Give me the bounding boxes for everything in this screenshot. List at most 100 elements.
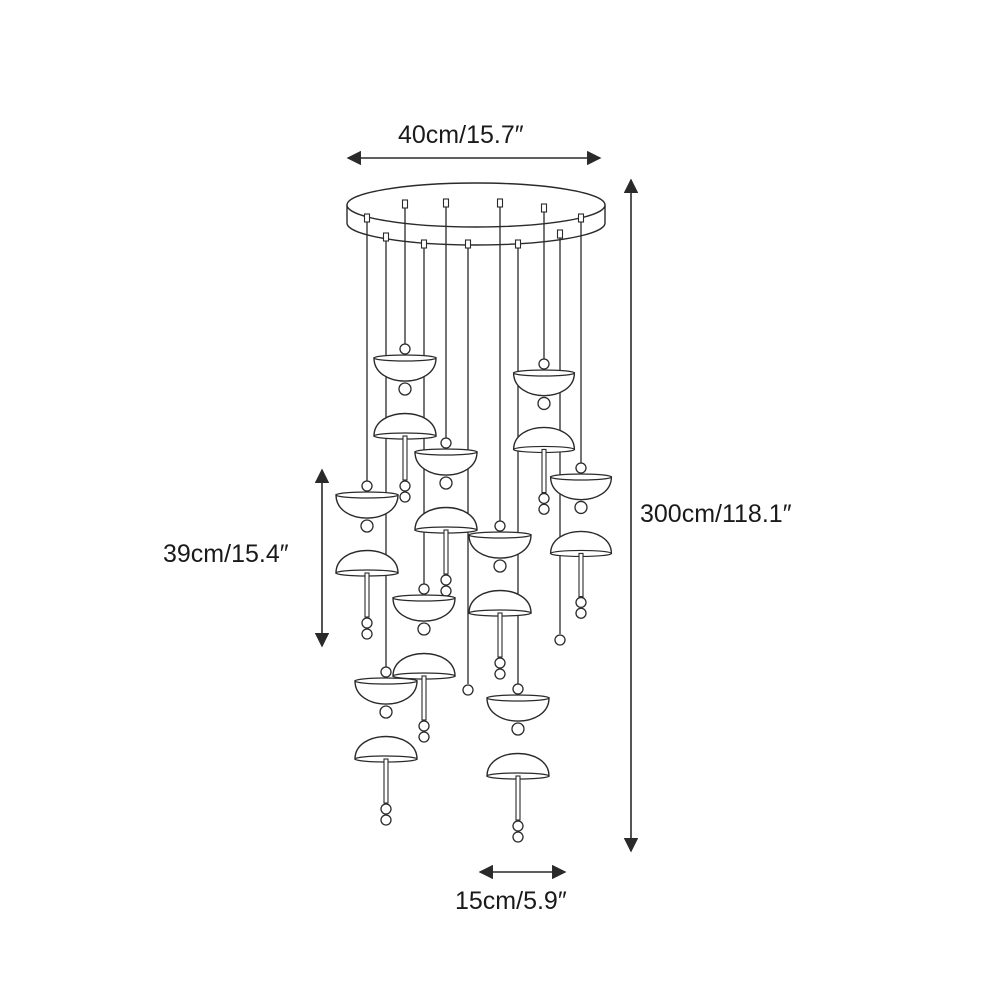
upper-bowl-rim <box>354 677 418 685</box>
upper-bowl-rim <box>335 491 399 499</box>
upper-bowl-shade <box>486 697 550 722</box>
upper-bowl-shade <box>354 680 418 705</box>
lower-dome-shade <box>392 652 456 677</box>
upper-bowl-shade <box>392 597 456 622</box>
decorative-drop-bead <box>554 634 566 646</box>
shade-width-label: 15cm/5.9″ <box>455 887 567 915</box>
drop-rod <box>402 435 408 481</box>
drop-rod <box>541 448 547 494</box>
cord-connector <box>442 198 450 208</box>
lower-dome-shade <box>486 752 550 777</box>
center-bead <box>439 476 453 490</box>
lower-dome-shade <box>549 530 613 555</box>
drop-bead <box>361 617 373 629</box>
center-bead <box>511 722 525 736</box>
upper-bowl-shade <box>468 534 532 559</box>
center-bead <box>537 396 551 411</box>
center-bead <box>360 519 374 533</box>
drop-rod <box>578 552 584 598</box>
pendant-height-label: 39cm/15.4″ <box>163 540 289 568</box>
lower-dome-shade <box>354 735 418 760</box>
upper-bowl-rim <box>486 694 550 702</box>
lower-dome-shade <box>335 549 399 574</box>
drop-bead <box>418 731 430 743</box>
upper-bowl-shade <box>549 476 613 501</box>
drop-bead <box>575 607 587 619</box>
top-bead <box>512 683 524 695</box>
drop-bead <box>440 574 452 586</box>
drop-bead <box>538 492 550 505</box>
drop-rod <box>497 612 503 658</box>
drop-bead <box>538 503 550 515</box>
drop-rod <box>443 529 449 575</box>
ceiling-canopy <box>346 182 606 246</box>
top-bead <box>361 480 373 492</box>
decorative-drop-bead <box>462 684 474 696</box>
center-bead <box>379 705 393 719</box>
center-bead <box>417 622 431 636</box>
cord-connector <box>420 239 428 249</box>
upper-bowl-rim <box>550 473 612 481</box>
pendant-light <box>373 343 437 503</box>
upper-bowl-rim <box>392 594 456 602</box>
overall-width-label: 40cm/15.7″ <box>398 121 524 149</box>
upper-bowl-shade <box>414 451 478 476</box>
cord-connector <box>540 203 548 213</box>
pendant-lights <box>335 343 613 843</box>
upper-bowl-shade <box>335 494 399 519</box>
drop-bead <box>494 657 506 669</box>
pendant-light <box>512 358 576 515</box>
top-bead <box>575 462 587 474</box>
drop-bead <box>399 491 411 503</box>
center-bead <box>493 559 507 573</box>
pendant-light <box>414 437 478 597</box>
center-bead <box>398 382 412 396</box>
top-bead <box>440 437 452 449</box>
drop-rod <box>383 758 389 804</box>
drop-rod <box>515 775 521 821</box>
top-bead <box>494 520 506 532</box>
drop-rod <box>421 675 427 721</box>
drop-bead <box>512 820 524 832</box>
upper-bowl-rim <box>513 369 575 377</box>
overall-height-label: 300cm/118.1″ <box>640 500 792 528</box>
center-bead <box>574 500 588 515</box>
pendant-light <box>549 462 613 619</box>
drop-bead <box>380 803 392 815</box>
pendant-light <box>335 480 399 640</box>
cord-connector <box>401 199 409 209</box>
cord-connector <box>577 213 585 223</box>
drop-bead <box>494 668 506 680</box>
drop-bead <box>361 628 373 640</box>
cord-connector <box>556 229 564 239</box>
pendant-light <box>468 520 532 680</box>
upper-bowl-shade <box>512 372 576 397</box>
lower-dome-shade <box>414 506 478 531</box>
lower-dome-shade <box>373 412 437 437</box>
cord-connector <box>514 239 522 249</box>
cord-connector <box>464 239 472 249</box>
cord-connector <box>496 198 504 208</box>
top-bead <box>418 583 430 595</box>
drop-bead <box>380 814 392 826</box>
lower-dome-shade <box>468 589 532 614</box>
lower-dome-shade <box>512 426 576 451</box>
top-bead <box>538 358 550 370</box>
top-bead <box>399 343 411 355</box>
top-bead <box>380 666 392 678</box>
drop-bead <box>575 596 587 609</box>
drop-bead <box>399 480 411 492</box>
upper-bowl-rim <box>468 531 532 539</box>
drop-bead <box>418 720 430 732</box>
pendant-light <box>354 666 418 826</box>
upper-bowl-rim <box>414 448 478 456</box>
upper-bowl-shade <box>373 357 437 382</box>
drop-rod <box>364 572 370 618</box>
pendant-light <box>392 583 456 743</box>
drop-bead <box>440 585 452 597</box>
pendant-light <box>486 683 550 843</box>
cord-connector <box>363 213 371 223</box>
cord-connector <box>382 232 390 242</box>
